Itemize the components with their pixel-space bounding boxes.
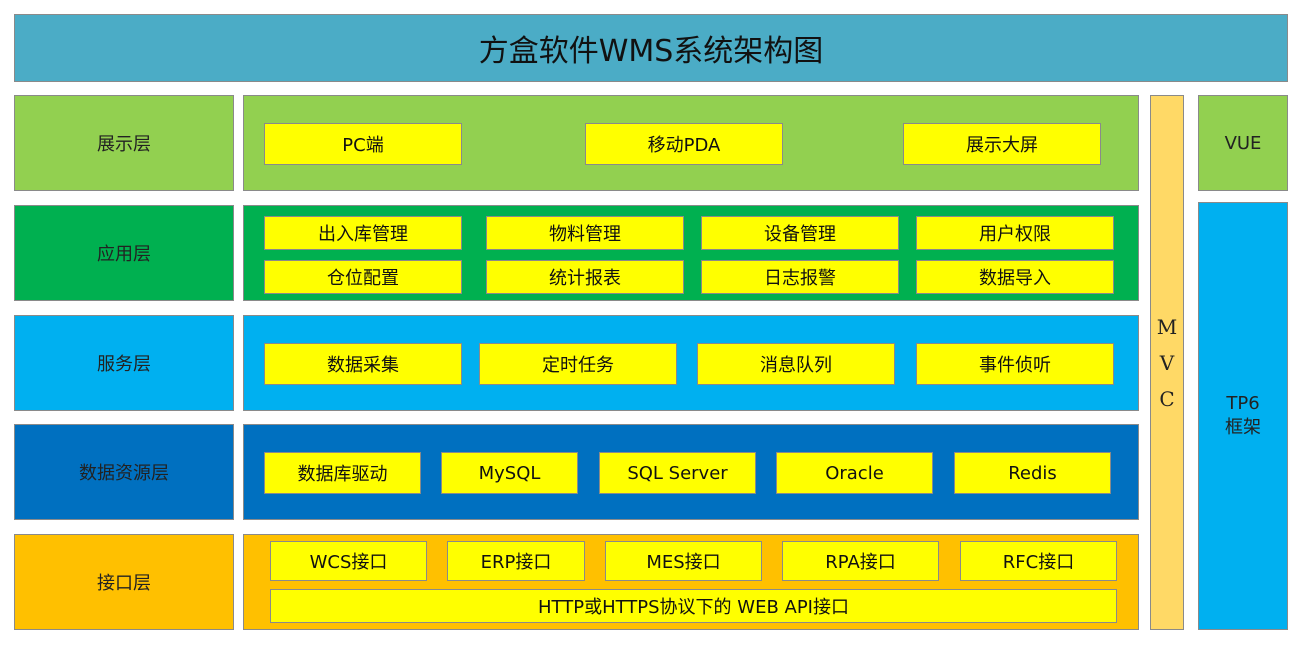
tp6-label: TP6: [1226, 393, 1260, 414]
item-statistics-report: 统计报表: [486, 260, 684, 294]
item-equipment-management: 设备管理: [701, 216, 899, 250]
item-mobile-pda: 移动PDA: [585, 123, 783, 165]
layer-label-application: 应用层: [14, 205, 234, 301]
layer-panel-presentation: PC端 移动PDA 展示大屏: [243, 95, 1139, 191]
item-erp-interface: ERP接口: [447, 541, 585, 581]
layer-panel-service: 数据采集 定时任务 消息队列 事件侦听: [243, 315, 1139, 411]
item-web-api-interface: HTTP或HTTPS协议下的 WEB API接口: [270, 589, 1117, 623]
item-log-alarm: 日志报警: [701, 260, 899, 294]
layer-label-data: 数据资源层: [14, 424, 234, 520]
vue-box: VUE: [1198, 95, 1288, 191]
item-event-listener: 事件侦听: [916, 343, 1114, 385]
item-mes-interface: MES接口: [605, 541, 762, 581]
item-db-driver: 数据库驱动: [264, 452, 421, 494]
mvc-letter-m: M: [1156, 314, 1178, 339]
item-sqlserver: SQL Server: [599, 452, 756, 494]
framework-label: 框架: [1225, 417, 1261, 438]
item-inout-management: 出入库管理: [264, 216, 462, 250]
item-message-queue: 消息队列: [697, 343, 895, 385]
item-pc: PC端: [264, 123, 462, 165]
item-mysql: MySQL: [441, 452, 578, 494]
item-data-collection: 数据采集: [264, 343, 462, 385]
item-location-config: 仓位配置: [264, 260, 462, 294]
item-material-management: 物料管理: [486, 216, 684, 250]
item-big-screen: 展示大屏: [903, 123, 1101, 165]
layer-label-service: 服务层: [14, 315, 234, 411]
tp6-framework-box: TP6 框架: [1198, 202, 1288, 630]
item-user-permissions: 用户权限: [916, 216, 1114, 250]
item-rpa-interface: RPA接口: [782, 541, 939, 581]
layer-label-presentation: 展示层: [14, 95, 234, 191]
item-rfc-interface: RFC接口: [960, 541, 1117, 581]
item-redis: Redis: [954, 452, 1111, 494]
mvc-column: M V C: [1150, 95, 1184, 630]
layer-label-interface: 接口层: [14, 534, 234, 630]
item-scheduled-task: 定时任务: [479, 343, 677, 385]
diagram-title: 方盒软件WMS系统架构图: [14, 14, 1288, 82]
item-data-import: 数据导入: [916, 260, 1114, 294]
layer-panel-interface: WCS接口 ERP接口 MES接口 RPA接口 RFC接口 HTTP或HTTPS…: [243, 534, 1139, 630]
item-oracle: Oracle: [776, 452, 933, 494]
layer-panel-data: 数据库驱动 MySQL SQL Server Oracle Redis: [243, 424, 1139, 520]
layer-panel-application: 出入库管理 物料管理 设备管理 用户权限 仓位配置 统计报表 日志报警 数据导入: [243, 205, 1139, 301]
mvc-letter-v: V: [1159, 350, 1175, 375]
mvc-letter-c: C: [1159, 386, 1175, 411]
item-wcs-interface: WCS接口: [270, 541, 427, 581]
